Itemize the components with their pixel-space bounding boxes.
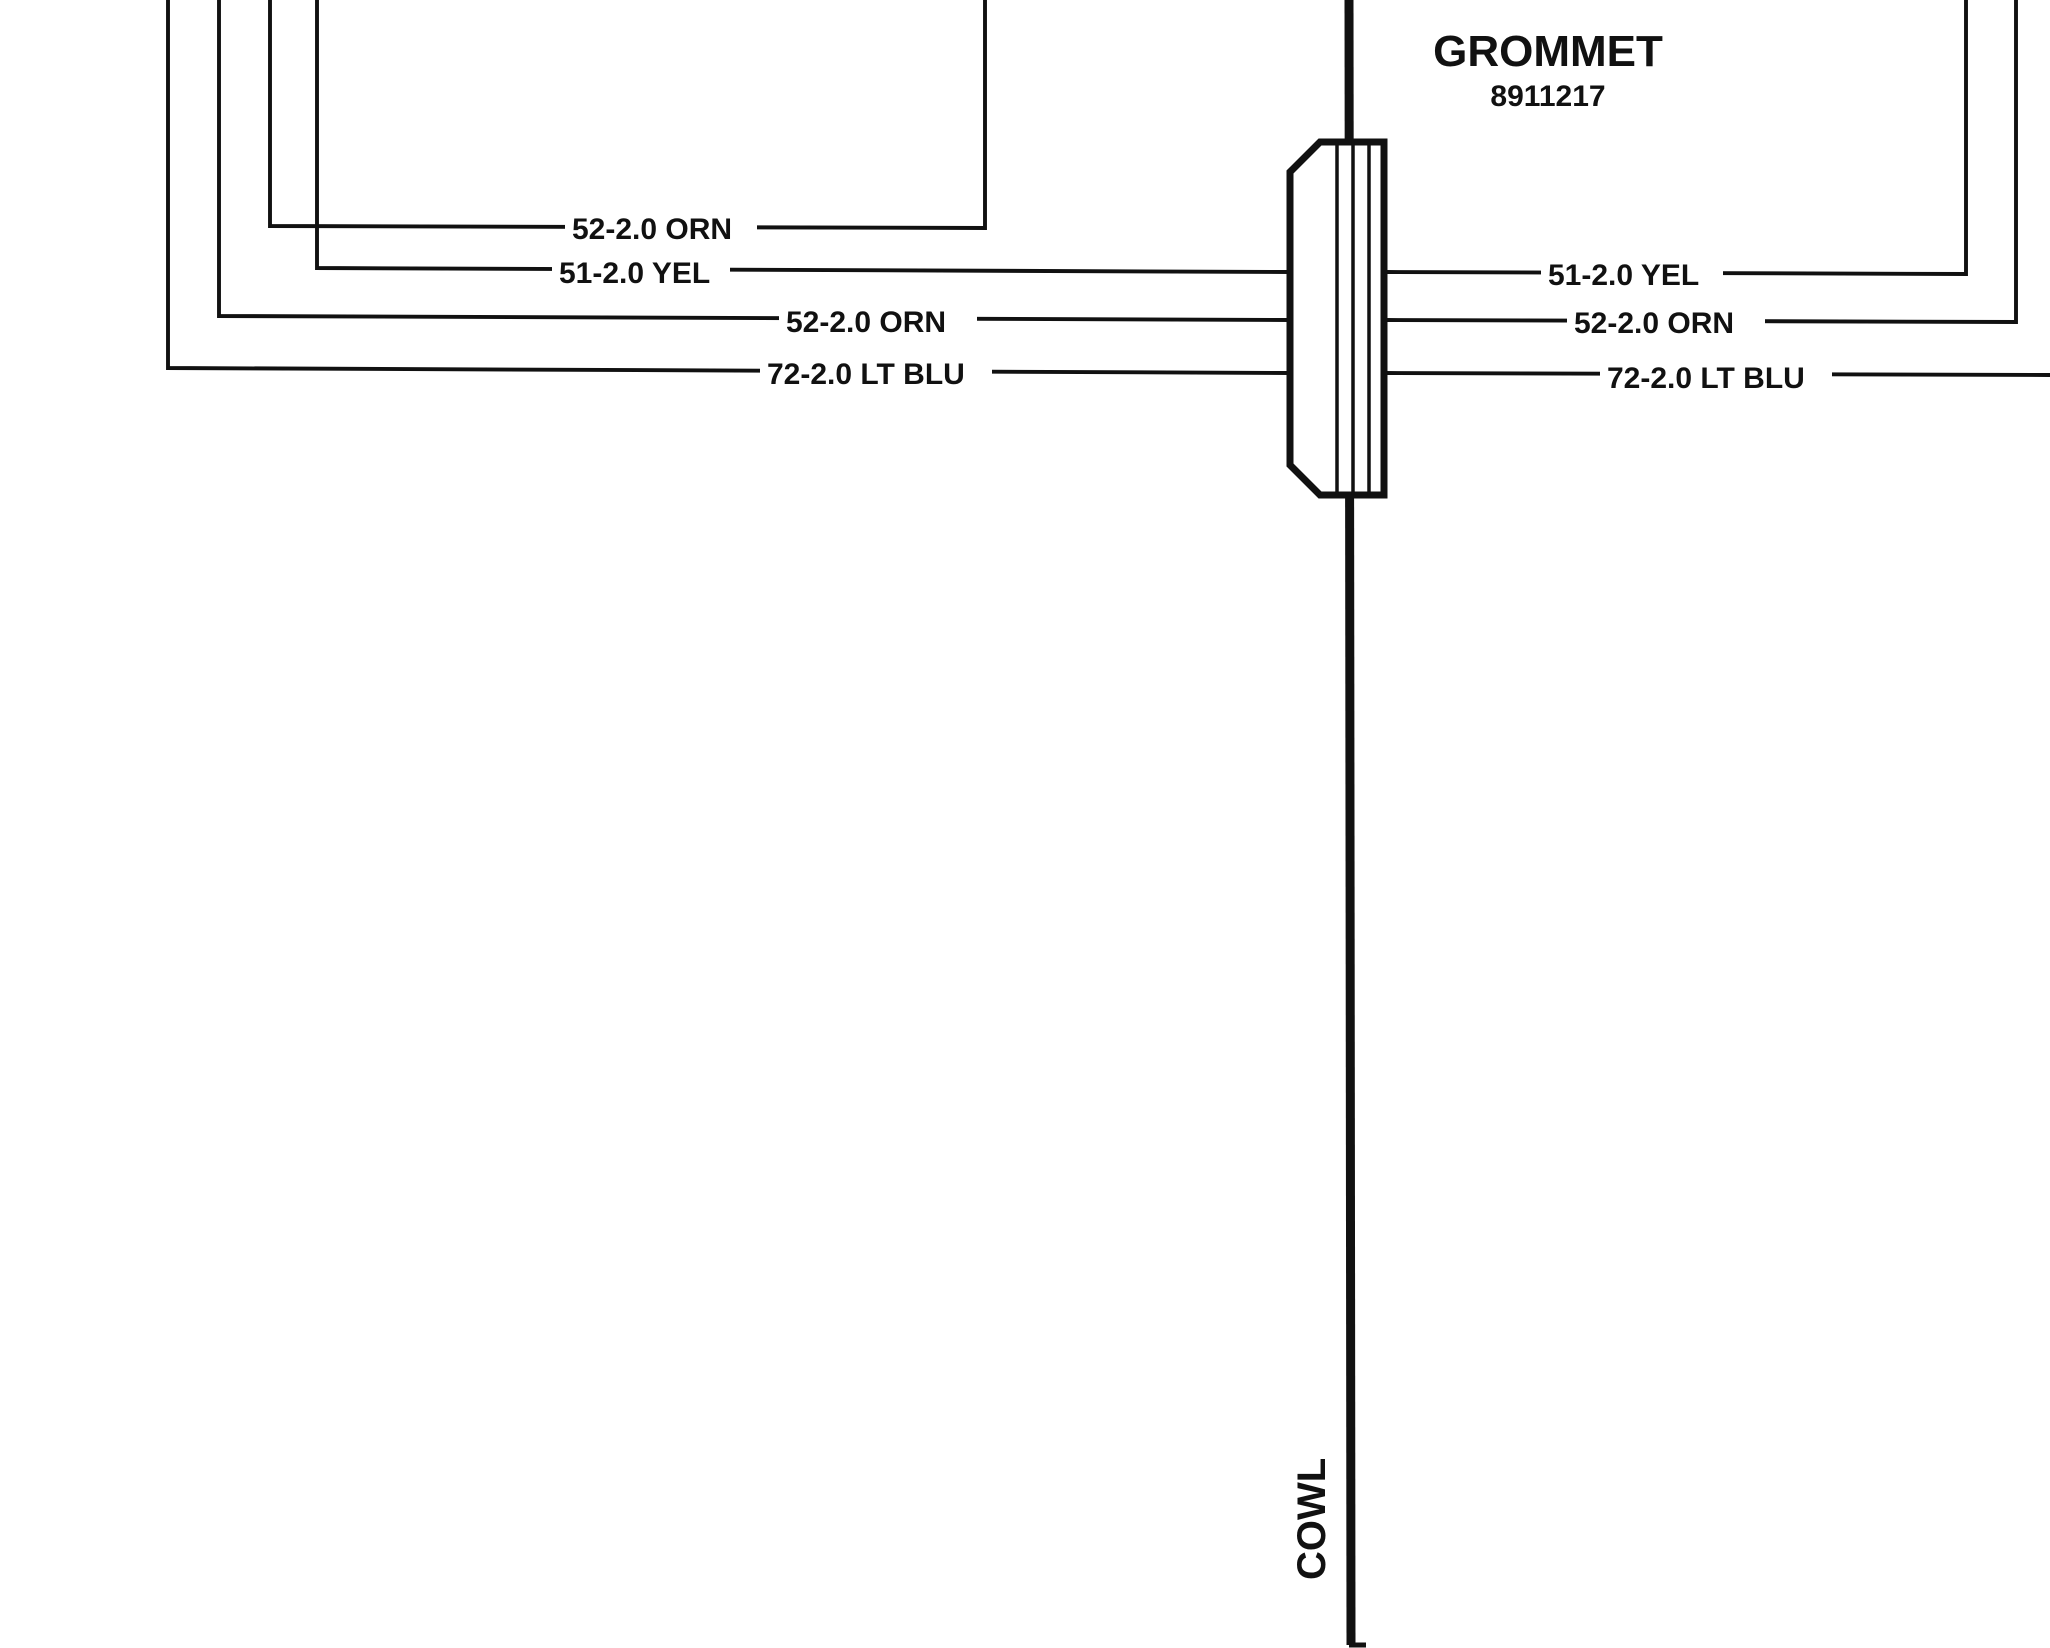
right-wire-label-3: 72-2.0 LT BLU bbox=[1607, 362, 1805, 395]
grommet-part-number: 8911217 bbox=[1490, 80, 1605, 113]
right-wire-label-2: 52-2.0 ORN bbox=[1574, 307, 1734, 340]
cowl-label: COWL bbox=[1290, 1458, 1334, 1580]
grommet-title: GROMMET bbox=[1433, 27, 1663, 76]
left-wire-labels: 52-2.0 ORN 51-2.0 YEL 52-2.0 ORN 72-2.0 … bbox=[552, 207, 992, 391]
left-wire-harness bbox=[166, 0, 1291, 375]
left-wire-label-1: 52-2.0 ORN bbox=[572, 213, 732, 246]
right-wire-labels: 51-2.0 YEL 52-2.0 ORN 72-2.0 LT BLU bbox=[1541, 254, 1832, 395]
left-wire-label-2: 51-2.0 YEL bbox=[559, 257, 710, 290]
wire-left-51-yel bbox=[315, 0, 1291, 274]
grommet bbox=[1286, 138, 1388, 499]
right-wire-label-1: 51-2.0 YEL bbox=[1548, 259, 1699, 292]
left-wire-label-4: 72-2.0 LT BLU bbox=[767, 358, 965, 391]
wire-left-52-orn-loop bbox=[268, 0, 987, 230]
left-wire-label-3: 52-2.0 ORN bbox=[786, 306, 946, 339]
grommet-callout: GROMMET 8911217 bbox=[1433, 27, 1663, 113]
